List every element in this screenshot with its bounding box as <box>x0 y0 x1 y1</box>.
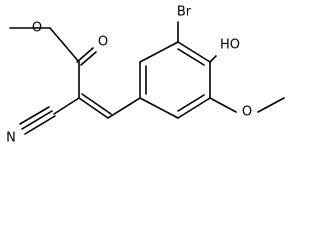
bond-nitrile-triple-1 <box>21 110 53 130</box>
bond-ring-5 <box>177 97 211 119</box>
bond-ring-methoxy-oxygen <box>209 97 237 113</box>
bond-ring-hydroxyl <box>209 55 217 63</box>
atom-label-methoxy-oxygen: O <box>242 105 252 120</box>
bond-carbonyl-double-1 <box>76 47 94 63</box>
atom-label-hydroxyl: HO <box>220 38 240 53</box>
bond-vinyl-double-2 <box>81 93 112 115</box>
bond-nitrile-triple-2 <box>24 115 56 135</box>
bond-carbonyl-carbon-link <box>49 27 80 63</box>
atom-label-ester-ether-oxygen: O <box>32 21 42 36</box>
bond-ring-6 <box>139 97 179 119</box>
bond-carbonyl-double-2 <box>80 51 97 66</box>
bond-ring-5-inner <box>177 94 205 112</box>
chemical-structure-diagram: O O N Br HO O <box>6 5 285 146</box>
bond-ring-2 <box>139 41 179 63</box>
bond-nitrile-triple-3 <box>19 106 50 125</box>
bond-vinyl-double-1 <box>78 97 109 119</box>
bond-nitrile-single <box>53 97 80 115</box>
atom-label-bromine: Br <box>177 5 192 20</box>
bond-ring-3-inner <box>177 48 205 66</box>
atom-label-carbonyl-oxygen: O <box>98 35 108 50</box>
bond-ring-3 <box>177 41 211 63</box>
bond-vinyl-to-ring <box>107 97 141 119</box>
atom-label-nitrile-nitrogen: N <box>6 131 16 146</box>
bond-methoxy-methyl <box>257 97 285 113</box>
